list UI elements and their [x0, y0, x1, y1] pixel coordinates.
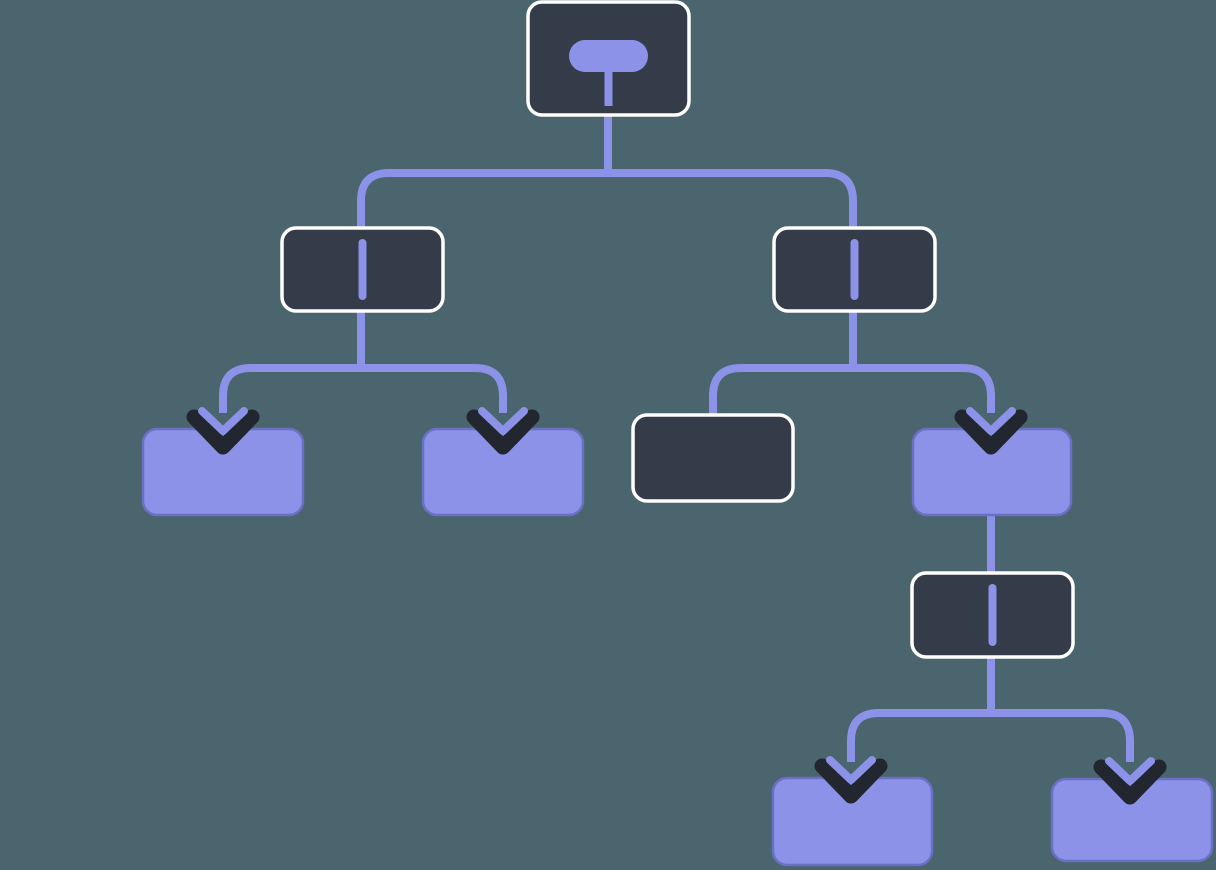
chevron-down-arrow — [1105, 757, 1155, 785]
connector-layer — [219, 96, 1134, 762]
tree-node-empty-dark — [631, 413, 795, 503]
pipe-icon — [850, 239, 859, 300]
chevron-down-arrow — [198, 407, 248, 435]
chevron-down-arrow-shadow — [954, 409, 1028, 455]
chevron-down-arrow-shadow — [814, 758, 888, 804]
pipe-icon — [988, 584, 997, 646]
chevron-down-arrow-shadow — [186, 409, 260, 455]
chevron-down-arrow — [966, 407, 1016, 435]
icon-layer — [358, 40, 997, 646]
connector-level2-elbow — [357, 169, 857, 236]
chevron-down-arrow — [826, 756, 876, 784]
root-pill-icon — [569, 40, 648, 72]
chevron-down-arrow — [478, 407, 528, 435]
pipe-icon — [358, 239, 367, 300]
connector-level5-elbow — [847, 709, 1134, 762]
chevron-down-arrow-shadow — [466, 409, 540, 455]
chevron-down-arrow-shadow — [1093, 759, 1167, 805]
connector-level3-left-elbow — [219, 364, 507, 413]
connector-level3-right-elbow — [709, 364, 995, 420]
node-layer — [141, 0, 1214, 867]
arrow-layer — [186, 407, 1167, 805]
root-pill-stem-icon — [604, 68, 613, 106]
